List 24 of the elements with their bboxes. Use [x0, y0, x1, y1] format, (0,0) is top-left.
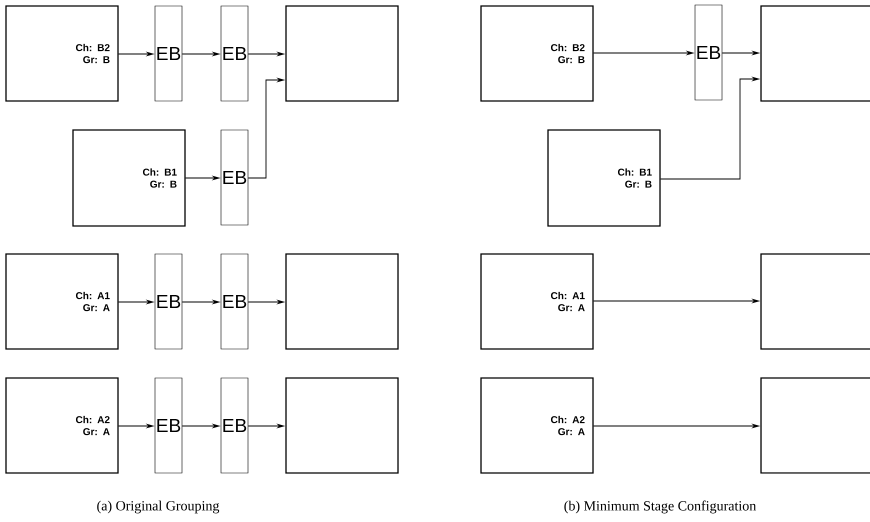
source-box: Ch: A2 Gr: A	[5, 377, 119, 474]
buffer-box: EB	[154, 254, 182, 350]
source-box: Ch: B2 Gr: B	[5, 5, 119, 102]
buffer-box: EB	[694, 4, 722, 100]
source-box: Ch: A2 Gr: A	[480, 377, 594, 474]
buffer-box: EB	[154, 378, 182, 474]
subfigure-caption: (b) Minimum Stage Configuration	[564, 500, 756, 514]
stage-box	[760, 5, 870, 102]
source-box: Ch: B1 Gr: B	[72, 129, 186, 227]
source-box: Ch: A1 Gr: A	[480, 253, 594, 350]
buffer-box: EB	[220, 6, 248, 102]
stage-box	[760, 253, 870, 350]
subfigure-caption: (a) Original Grouping	[97, 500, 220, 514]
source-box: Ch: B2 Gr: B	[480, 5, 594, 102]
stage-box	[285, 5, 399, 102]
stage-box	[285, 253, 399, 350]
buffer-box: EB	[154, 6, 182, 102]
stage-box	[760, 377, 870, 474]
source-box: Ch: A1 Gr: A	[5, 253, 119, 350]
buffer-box: EB	[220, 130, 248, 226]
buffer-box: EB	[220, 378, 248, 474]
stage-box	[285, 377, 399, 474]
source-box: Ch: B1 Gr: B	[547, 129, 661, 227]
buffer-box: EB	[220, 254, 248, 350]
